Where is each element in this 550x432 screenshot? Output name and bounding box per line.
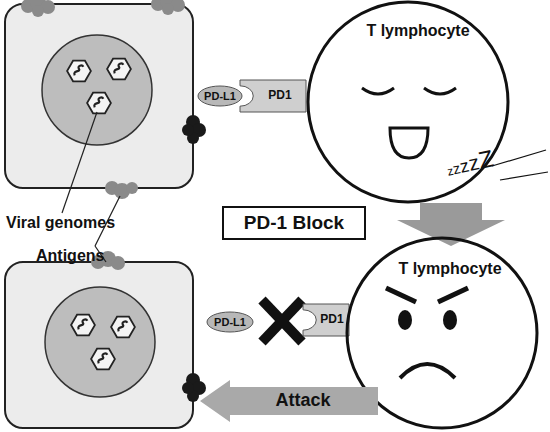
angry-brow [438, 288, 468, 302]
block-cross [262, 300, 302, 342]
cell-circle [308, 2, 508, 202]
antigen [182, 373, 206, 402]
receptor-shape [240, 80, 306, 112]
leader-line [62, 112, 97, 213]
infected-cell [5, 4, 193, 188]
smiling-mouth [390, 128, 428, 158]
molecule-node: PD-L1 [206, 311, 254, 333]
box-outline [223, 207, 365, 239]
eye [398, 310, 412, 330]
antigen [182, 115, 206, 144]
sleep-line [500, 172, 548, 180]
molecule-node: PD1 [240, 79, 306, 113]
node-text: PD-1 Block [244, 213, 344, 234]
molecule-node: PD-L1 [197, 85, 243, 107]
antigen [105, 181, 138, 199]
frowning-mouth [400, 364, 455, 378]
node-text: PD-L1 [214, 316, 246, 328]
node-text: PD1 [268, 89, 291, 102]
node-text: PD-L1 [204, 90, 236, 102]
part-label: Antigens [36, 247, 104, 265]
ligand-shape [198, 86, 242, 106]
antigen [21, 0, 55, 17]
ligand-shape [207, 312, 253, 332]
t-lymphocyte: T lymphocyte [306, 0, 510, 204]
molecule-node: PD1 [303, 303, 349, 337]
sleep-line [492, 150, 546, 166]
infected-cell [5, 262, 193, 428]
closed-eye [424, 88, 456, 94]
receptor-shape [303, 304, 349, 336]
viral-genome [87, 93, 111, 114]
viral-genome [91, 349, 115, 370]
node-text: T lymphocyte [398, 260, 501, 278]
nucleus [45, 287, 155, 397]
node-text: T lymphocyte [366, 22, 469, 40]
nucleus [42, 35, 152, 145]
node-text: PD1 [320, 313, 343, 326]
viral-genome [107, 59, 131, 80]
attack-arrow-shape [200, 380, 378, 422]
eye [443, 310, 457, 330]
attack-arrow: Attack [200, 380, 378, 422]
angry-brow [386, 288, 416, 302]
node-text: Attack [275, 391, 330, 411]
label-box: PD-1 Block [222, 206, 366, 240]
closed-eye [362, 88, 394, 94]
viral-genome [67, 61, 91, 82]
antigen [151, 0, 185, 15]
block-cross [262, 300, 302, 342]
viral-genome [71, 315, 95, 336]
viral-genome [111, 317, 135, 338]
sleep-sign: zzzzZ [444, 145, 496, 181]
part-label: Viral genomes [6, 214, 115, 232]
